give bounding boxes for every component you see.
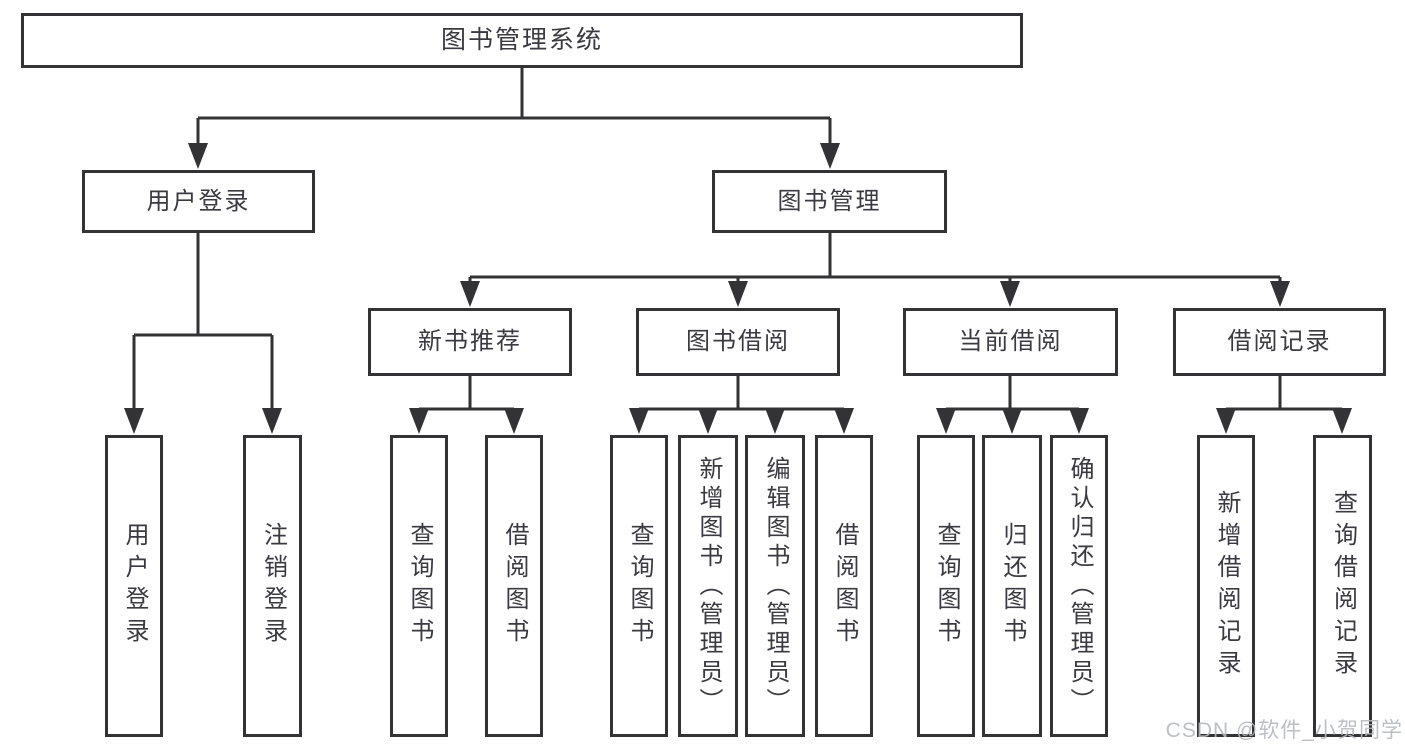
node-user-login-label: 用户登录 bbox=[146, 187, 251, 215]
leaf-query-borrow-record: 查询借阅记录 bbox=[1313, 435, 1372, 737]
connector-book-management-sections bbox=[460, 231, 1290, 307]
leaf-logout: 注销登录 bbox=[243, 435, 302, 737]
connector-new-books-children bbox=[409, 374, 524, 434]
node-book-management: 图书管理 bbox=[712, 170, 947, 233]
leaf-edit-books-admin-label: 编辑图书（管理员） bbox=[762, 455, 789, 717]
node-borrowing-records: 借阅记录 bbox=[1173, 308, 1386, 376]
leaf-return-books: 归还图书 bbox=[982, 435, 1042, 737]
connector-borrowing-children bbox=[629, 374, 854, 434]
leaf-borrow-books-new-label: 借阅图书 bbox=[501, 522, 528, 650]
leaf-query-books-current: 查询图书 bbox=[917, 435, 975, 737]
leaf-borrow-books-borrowing: 借阅图书 bbox=[815, 435, 873, 737]
leaf-borrow-books-borrowing-label: 借阅图书 bbox=[831, 522, 858, 650]
leaf-edit-books-admin: 编辑图书（管理员） bbox=[745, 435, 805, 737]
leaf-query-books-new-label: 查询图书 bbox=[406, 522, 433, 650]
leaf-borrow-books-new: 借阅图书 bbox=[485, 435, 543, 737]
connector-records-children bbox=[1216, 374, 1352, 434]
leaf-add-borrow-record: 新增借阅记录 bbox=[1197, 435, 1255, 737]
connector-user-login-children bbox=[124, 231, 282, 434]
node-borrowing-records-label: 借阅记录 bbox=[1227, 328, 1332, 355]
node-user-login: 用户登录 bbox=[82, 170, 315, 233]
node-book-management-label: 图书管理 bbox=[777, 187, 882, 215]
leaf-query-books-current-label: 查询图书 bbox=[933, 522, 960, 650]
node-new-books-label: 新书推荐 bbox=[418, 328, 522, 355]
node-book-borrowing: 图书借阅 bbox=[636, 308, 840, 376]
leaf-query-borrow-record-label: 查询借阅记录 bbox=[1329, 490, 1357, 682]
leaf-confirm-return-admin: 确认归还（管理员） bbox=[1050, 435, 1108, 737]
node-root: 图书管理系统 bbox=[21, 13, 1023, 68]
leaf-query-books-new: 查询图书 bbox=[390, 435, 448, 737]
leaf-add-books-admin: 新增图书（管理员） bbox=[678, 435, 738, 737]
leaf-logout-label: 注销登录 bbox=[259, 522, 287, 650]
leaf-user-login: 用户登录 bbox=[105, 435, 163, 737]
leaf-query-books-borrowing-label: 查询图书 bbox=[626, 522, 653, 650]
leaf-user-login-label: 用户登录 bbox=[121, 522, 148, 650]
leaf-add-borrow-record-label: 新增借阅记录 bbox=[1213, 490, 1240, 682]
node-current-borrowing-label: 当前借阅 bbox=[958, 328, 1063, 355]
leaf-add-books-admin-label: 新增图书（管理员） bbox=[695, 455, 722, 717]
node-new-books: 新书推荐 bbox=[368, 308, 572, 376]
leaf-return-books-label: 归还图书 bbox=[999, 522, 1026, 650]
leaf-confirm-return-admin-label: 确认归还（管理员） bbox=[1066, 455, 1093, 717]
connector-current-children bbox=[936, 374, 1089, 434]
watermark: CSDN @软件_小贺同学 bbox=[1165, 719, 1403, 742]
connector-root-to-level1 bbox=[188, 66, 840, 169]
node-current-borrowing: 当前借阅 bbox=[903, 308, 1118, 376]
leaf-query-books-borrowing: 查询图书 bbox=[610, 435, 668, 737]
node-root-label: 图书管理系统 bbox=[440, 26, 603, 54]
node-book-borrowing-label: 图书借阅 bbox=[686, 328, 790, 355]
